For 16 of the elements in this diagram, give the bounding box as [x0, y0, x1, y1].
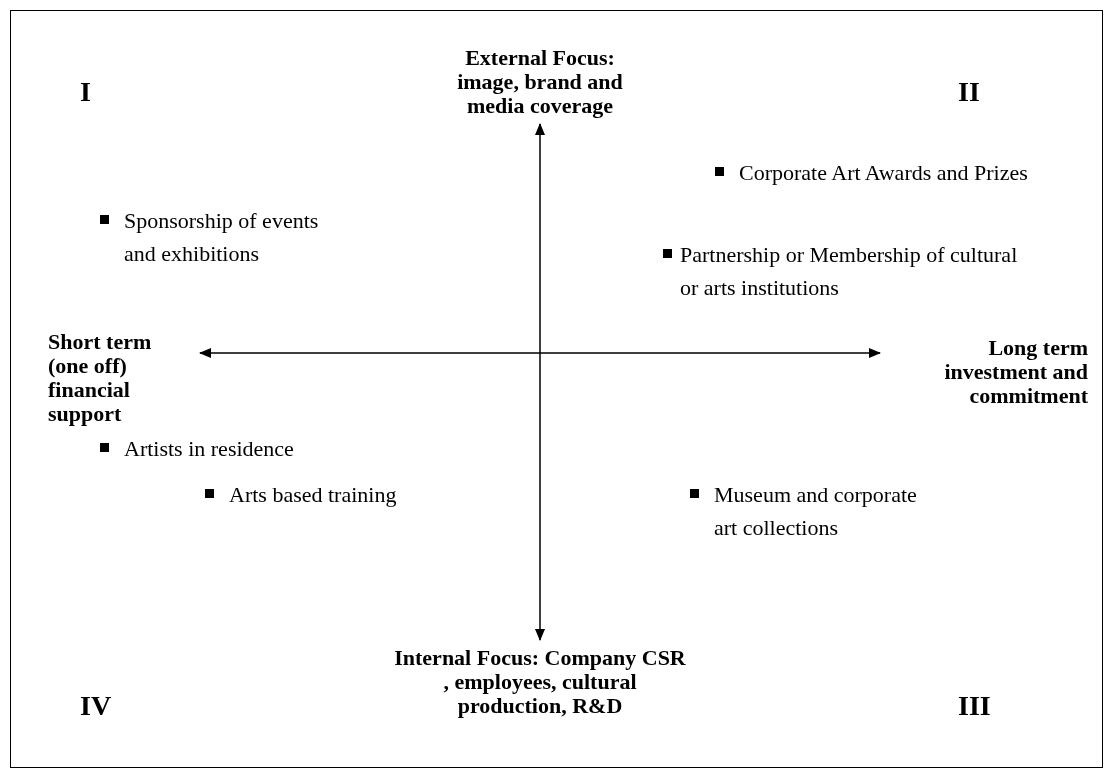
- list-item-text: Artists in residence: [124, 435, 295, 463]
- list-item-text: Partnership or Membership of cultural or arts institutions: [680, 241, 1019, 302]
- axis-label: External Focus: image, brand and media coverage: [440, 46, 640, 118]
- axis-label: Long term investment and commitment: [940, 336, 1088, 408]
- list-item-text: Corporate Art Awards and Prizes: [739, 159, 1029, 187]
- list-item-text: Arts based training: [229, 481, 398, 509]
- list-item-text: Sponsorship of events and exhibitions: [124, 207, 320, 268]
- quadrant-number: I: [80, 76, 91, 108]
- quadrant-number: II: [958, 76, 980, 108]
- double-arrow: [199, 348, 881, 358]
- list-item-text: Museum and corporate art collections: [714, 481, 918, 542]
- axis-label: Short term (one off) financial support: [48, 330, 178, 426]
- quadrant-number: IV: [80, 690, 112, 722]
- axis-label: Internal Focus: Company CSR , employees, cultural production, R&D: [390, 646, 690, 718]
- double-arrow: [535, 123, 545, 641]
- quadrant-number: III: [958, 690, 991, 722]
